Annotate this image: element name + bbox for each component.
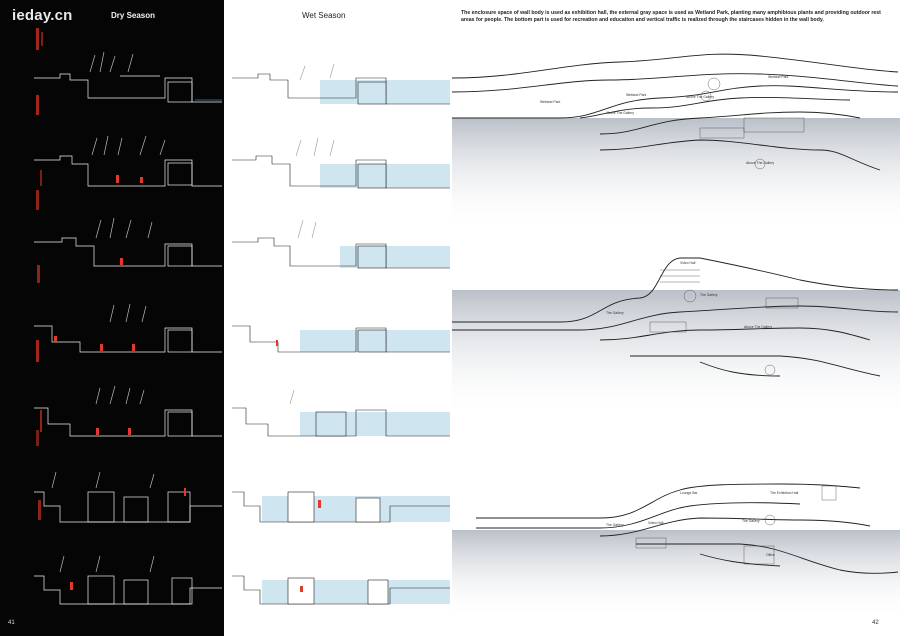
wet-section-4 — [232, 325, 450, 353]
dry-section-4 — [34, 303, 222, 353]
wet-section-7 — [232, 575, 450, 605]
dry-section-7 — [34, 555, 222, 605]
description-text: The enclosure space of wall body is used… — [461, 10, 881, 23]
wet-section-5 — [232, 389, 450, 437]
wet-section-6 — [232, 491, 450, 523]
plan-mid-label-4: Above The Gallery — [744, 325, 772, 329]
plan-bot-label-6: Office — [766, 553, 775, 557]
plan-bottom: Lounge Bar The Exhibition Hall Video Hal… — [452, 483, 900, 620]
watermark: ieday.cn — [12, 7, 73, 24]
plan-top-label-2: Wetland Park — [626, 93, 647, 97]
dry-season-heading: Dry Season — [111, 11, 156, 20]
wet-season-panel — [224, 0, 450, 636]
page-number-right: 42 — [872, 620, 879, 626]
plan-top-label-4: Above The Gallery — [606, 111, 634, 115]
plan-top: Wetland Park Wetland Park Above The Gall… — [451, 53, 900, 233]
plan-top-label-1: Wetland Park — [768, 75, 789, 79]
wet-section-3 — [232, 219, 450, 269]
dry-section-1 — [34, 51, 222, 103]
plan-bot-label-5: The Gallery — [742, 519, 760, 523]
wet-season-heading: Wet Season — [302, 11, 346, 20]
plan-bot-label-2: The Exhibition Hall — [770, 491, 799, 495]
plan-mid-label-3: The Gallery — [700, 293, 718, 297]
plan-top-label-3: Above The Gallery — [686, 95, 714, 99]
plan-bot-label-4: The Gallery — [606, 523, 624, 527]
plan-middle: Video Hall The Gallery The Gallery Above… — [452, 257, 900, 420]
plan-bot-label-3: Video Hall — [648, 521, 664, 525]
dry-section-6 — [34, 471, 222, 523]
plan-mid-label-1: Video Hall — [680, 261, 696, 265]
wet-section-2 — [232, 137, 450, 189]
wet-section-1 — [232, 63, 450, 105]
plan-top-label-5: Wetland Park — [540, 100, 561, 104]
plan-bot-label-1: Lounge Bar — [680, 491, 698, 495]
plan-top-label-6: Above The Gallery — [746, 161, 774, 165]
dry-section-5 — [34, 385, 222, 437]
dry-section-2 — [34, 135, 222, 187]
page-number-left: 41 — [8, 620, 15, 626]
plan-mid-label-2: The Gallery — [606, 311, 624, 315]
red-glow-strip — [36, 28, 43, 520]
dry-section-3 — [34, 217, 222, 267]
